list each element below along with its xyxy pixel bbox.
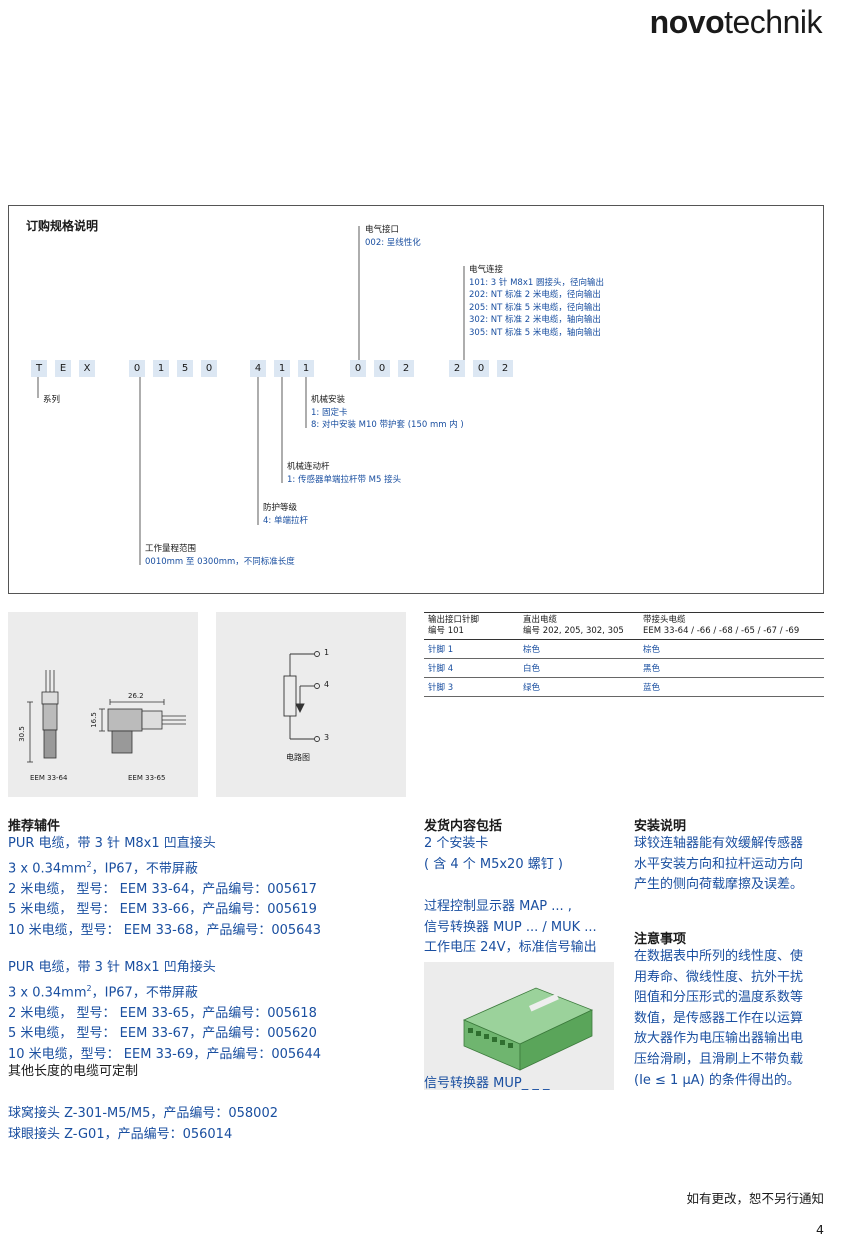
drawing-label-angled: EEM 33-65: [128, 774, 166, 782]
series-label: 系列: [43, 395, 61, 405]
delivery-contents: 2 个安装卡 ( 含 4 个 M5x20 螺钉 ): [424, 836, 563, 872]
circuit-panel: 1 4 3 电路图: [216, 612, 406, 797]
accessories-joints: 球窝接头 Z-301-M5/M5，产品编号：058002 球眼接头 Z-G01，…: [8, 1106, 278, 1142]
converter-caption: 信号转换器 MUP_ _ _: [424, 1076, 550, 1091]
order-code-cell: E: [55, 360, 71, 377]
order-code-cell: 5: [177, 360, 193, 377]
dimension-drawing-panel: 26.2 16.5 30.5 EEM 33-64 EEM 33-65: [8, 612, 198, 797]
dim-height-straight: 30.5: [17, 726, 26, 742]
accessories-group-angled: PUR 电缆，带 3 针 M8x1 凹角接头 3 x 0.34mm2，IP67，…: [8, 960, 321, 1062]
order-spec-box: [8, 205, 824, 594]
dim-height-angled: 16.5: [89, 712, 98, 728]
protection-label: 防护等级 4: 单端拉杆: [263, 503, 308, 526]
order-code-cell: 0: [374, 360, 390, 377]
delivery-title: 发货内容包括: [424, 819, 503, 834]
accessories-other: 其他长度的电缆可定制: [8, 1064, 139, 1079]
connector-drawing: [27, 670, 186, 763]
order-code-cell: 0: [473, 360, 489, 377]
order-code-cell: 4: [250, 360, 266, 377]
pin-4-label: 4: [324, 680, 330, 689]
order-code-cell: 0: [201, 360, 217, 377]
install-title: 安装说明: [634, 819, 687, 834]
order-code-cell: 1: [153, 360, 169, 377]
order-code-cell: 1: [298, 360, 314, 377]
dim-width: 26.2: [128, 692, 144, 700]
install-text: 球铰连轴器能有效缓解传感器 水平安装方向和拉杆运动方向 产生的侧向荷载摩擦及误差…: [634, 836, 804, 893]
electrical-connection-label: 电气连接 101: 3 针 M8x1 圆接头，径向输出 202: NT 标准 2…: [469, 265, 604, 338]
pin-table: 输出接口针脚编号 101 直出电缆编号 202, 205, 302, 305 带…: [424, 612, 824, 697]
mech-rod-label: 机械连动杆 1: 传感器单端拉杆带 M5 接头: [287, 462, 402, 485]
order-code-cell: 1: [274, 360, 290, 377]
signal-converter-image: [463, 987, 594, 1071]
order-code-cell: T: [31, 360, 47, 377]
accessories-group-straight: PUR 电缆，带 3 针 M8x1 凹直接头 3 x 0.34mm2，IP67，…: [8, 836, 321, 938]
drawing-label-straight: EEM 33-64: [30, 774, 68, 782]
order-code-cell: 0: [129, 360, 145, 377]
pin-1-label: 1: [324, 648, 330, 657]
order-code-cell: 2: [449, 360, 465, 377]
footer-notice: 如有更改，恕不另行通知: [686, 1191, 824, 1206]
brand-logo: novotechnik: [649, 4, 823, 40]
delivery-map-info: 过程控制显示器 MAP ... , 信号转换器 MUP ... / MUK ..…: [424, 899, 597, 956]
order-code-cell: 0: [350, 360, 366, 377]
pin-table-header-0: 输出接口针脚编号 101: [424, 612, 519, 640]
circuit-diagram: [283, 651, 320, 742]
order-spec-title: 订购规格说明: [26, 219, 99, 233]
page-number: 4: [816, 1222, 824, 1237]
order-connector-lines: [37, 226, 465, 565]
order-code-cell: X: [79, 360, 95, 377]
notes-title: 注意事项: [634, 932, 687, 947]
circuit-caption: 电路图: [286, 753, 310, 762]
accessories-title: 推荐辅件: [8, 819, 61, 834]
electrical-interface-label: 电气接口 002: 呈线性化: [365, 225, 421, 248]
pin-table-header-1: 直出电缆编号 202, 205, 302, 305: [519, 612, 639, 640]
notes-text: 在数据表中所列的线性度、使 用寿命、微线性度、抗外干扰 阻值和分压形式的温度系数…: [634, 949, 804, 1088]
order-code-cell: 2: [398, 360, 414, 377]
pin-3-label: 3: [324, 733, 330, 742]
range-label: 工作量程范围 0010mm 至 0300mm，不同标准长度: [145, 544, 295, 567]
order-code-cell: 2: [497, 360, 513, 377]
mech-mount-label: 机械安装 1: 固定卡 8: 对中安装 M10 带护套 (150 mm 内 ): [311, 395, 464, 430]
converter-image-panel: [424, 962, 614, 1090]
